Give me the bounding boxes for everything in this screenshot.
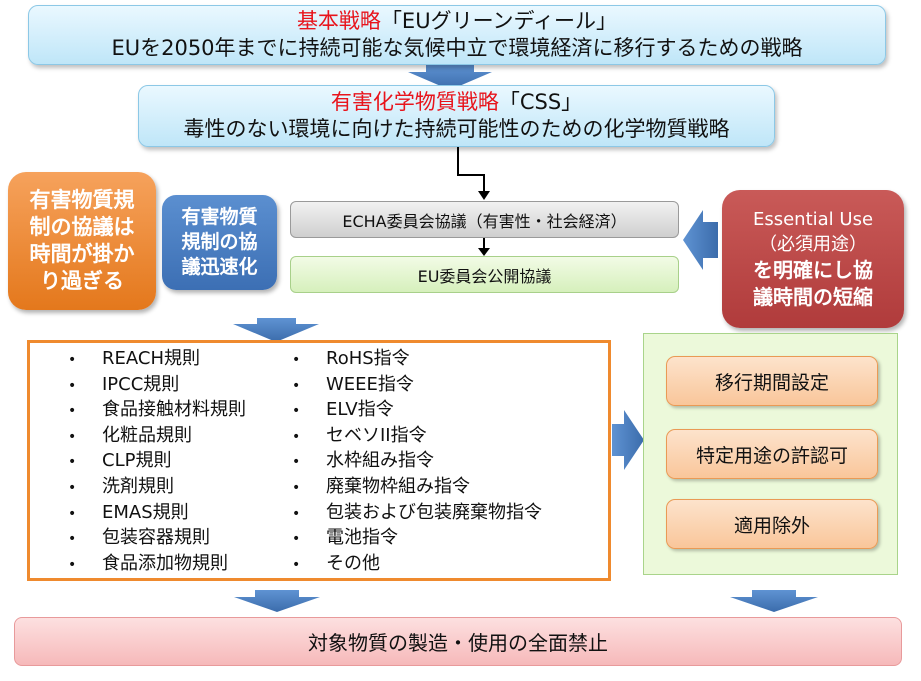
list-item: 洗剤規則: [68, 475, 246, 501]
left-arrow: [683, 210, 718, 270]
essential-use-line: （必須用途）: [759, 234, 867, 255]
measures-panel: 移行期間設定 特定用途の許認可 適用除外: [643, 333, 898, 575]
regulation-list-right: RoHS指令 WEEE指令 ELV指令 セベソII指令 水枠組み指令 廃棄物枠組…: [292, 347, 542, 577]
css-description: 毒性のない環境に向けた持続可能性のための化学物質戦略: [183, 117, 730, 141]
total-ban-box: 対象物質の製造・使用の全面禁止: [14, 617, 902, 666]
strategy-title: 「EUグリーンディール」: [380, 9, 618, 33]
list-item: 電池指令: [292, 526, 542, 552]
exemption-box: 適用除外: [666, 499, 878, 549]
problem-box: 有害物質規 制の協議は 時間が掛か り過ぎる: [8, 172, 156, 310]
echa-consultation-box: ECHA委員会協議（有害性・社会経済）: [290, 201, 679, 238]
list-item: IPCC規則: [68, 373, 246, 399]
essential-use-line: Essential Use: [752, 209, 874, 230]
list-item: その他: [292, 552, 542, 578]
problem-line: 有害物質規: [29, 188, 135, 212]
acceleration-line: 有害物質: [181, 206, 258, 228]
regulation-list-box: REACH規則 IPCC規則 食品接触材料規則 化粧品規則 CLP規則 洗剤規則…: [27, 340, 611, 581]
specific-use-authorization-box: 特定用途の許認可: [666, 429, 878, 479]
list-item: WEEE指令: [292, 373, 542, 399]
strategy-heading: 基本戦略「EUグリーンディール」: [297, 8, 617, 35]
list-item: ELV指令: [292, 398, 542, 424]
list-item: CLP規則: [68, 449, 246, 475]
css-heading: 有害化学物質戦略「CSS」: [331, 89, 582, 116]
transition-period-box: 移行期間設定: [666, 356, 878, 406]
essential-use-line: 議時間の短縮: [753, 285, 873, 309]
problem-line: 制の協議は: [29, 215, 135, 239]
acceleration-box: 有害物質 規制の協 議迅速化: [162, 195, 277, 290]
essential-use-line: を明確にし協: [753, 258, 873, 282]
connector-line: [457, 147, 485, 192]
down-arrow-4: [730, 590, 818, 612]
strategy-description: EUを2050年までに持続可能な気候中立で環境経済に移行するための戦略: [111, 36, 803, 60]
list-item: RoHS指令: [292, 347, 542, 373]
chemical-strategy-box: 有害化学物質戦略「CSS」 毒性のない環境に向けた持続可能性のための化学物質戦略: [138, 85, 775, 147]
list-item: セベソII指令: [292, 424, 542, 450]
acceleration-line: 議迅速化: [181, 256, 258, 278]
list-item: EMAS規則: [68, 501, 246, 527]
acceleration-line: 規制の協: [181, 231, 258, 253]
echa-label: ECHA委員会協議（有害性・社会経済）: [342, 211, 627, 231]
total-ban-label: 対象物質の製造・使用の全面禁止: [308, 631, 608, 655]
echa-eu-arrowhead: [478, 248, 490, 256]
list-item: REACH規則: [68, 347, 246, 373]
problem-line: 時間が掛か: [29, 242, 135, 266]
list-item: 包装および包装廃棄物指令: [292, 501, 542, 527]
list-item: 食品接触材料規則: [68, 398, 246, 424]
css-name: 有害化学物質戦略: [330, 90, 499, 114]
regulation-list-left: REACH規則 IPCC規則 食品接触材料規則 化粧品規則 CLP規則 洗剤規則…: [68, 347, 246, 577]
list-item: 廃棄物枠組み指令: [292, 475, 542, 501]
list-item: 包装容器規則: [68, 526, 246, 552]
essential-use-box: Essential Use （必須用途） を明確にし協 議時間の短縮: [722, 190, 904, 328]
down-arrow-3: [234, 590, 320, 612]
connector-arrowhead: [478, 191, 490, 200]
strategy-name: 基本戦略: [296, 9, 381, 33]
down-arrow-2: [233, 318, 319, 342]
right-arrow: [612, 410, 644, 470]
css-title: 「CSS」: [498, 90, 583, 114]
list-item: 食品添加物規則: [68, 552, 246, 578]
green-deal-strategy-box: 基本戦略「EUグリーンディール」 EUを2050年までに持続可能な気候中立で環境…: [28, 5, 886, 65]
eu-consultation-box: EU委員会公開協議: [290, 256, 679, 293]
problem-line: り過ぎる: [40, 269, 124, 293]
down-arrow-1: [408, 64, 492, 90]
list-item: 化粧品規則: [68, 424, 246, 450]
list-item: 水枠組み指令: [292, 449, 542, 475]
eu-consult-label: EU委員会公開協議: [417, 266, 552, 286]
